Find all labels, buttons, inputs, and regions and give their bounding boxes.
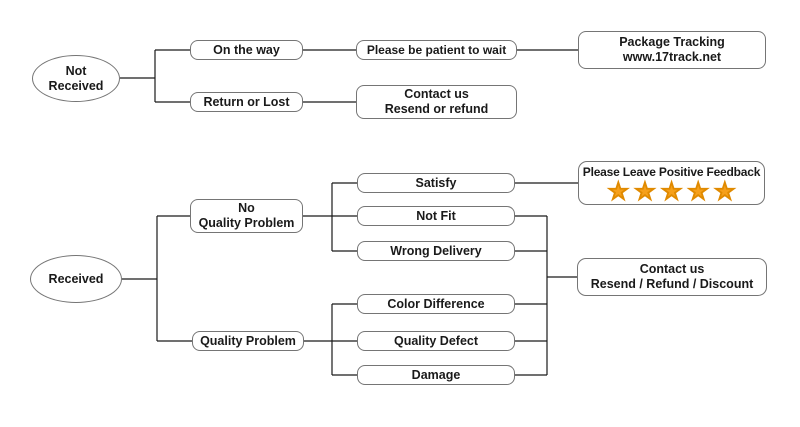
node-on-the-way: On the way [190,40,303,60]
node-no-quality-problem: No Quality Problem [190,199,303,233]
received-branch-lines [122,182,578,376]
node-label: Please be patient to wait [366,42,507,57]
node-label-line: Resend / Refund / Discount [590,277,754,291]
node-positive-feedback: Please Leave Positive Feedback ★ ★ ★ ★ ★ [578,161,765,205]
node-label-line: Quality Problem [198,216,295,230]
node-wrong-delivery: Wrong Delivery [357,241,515,261]
node-label-line: No [238,201,255,215]
node-not-fit: Not Fit [357,206,515,226]
node-color-difference: Color Difference [357,294,515,314]
star-icon: ★ [687,178,709,204]
node-label-line: Contact us [639,262,705,276]
node-label: Received [48,271,104,286]
node-damage: Damage [357,365,515,385]
node-label: Damage [411,367,461,382]
node-label-line: Contact us [404,87,469,101]
node-quality-defect: Quality Defect [357,331,515,351]
tracking-url: www.17track.net [622,50,722,64]
node-label-line: Package Tracking [619,35,725,49]
node-please-be-patient: Please be patient to wait [356,40,517,60]
node-label: Quality Problem [200,333,296,348]
node-label: Quality Defect [393,333,479,348]
node-label: Not Fit [416,208,456,223]
node-received: Received [30,255,122,303]
star-icon: ★ [714,178,736,204]
star-icon: ★ [607,178,629,204]
node-label: Satisfy [415,175,457,190]
node-label-line: Received [48,78,104,93]
node-not-received: Not Received [32,55,120,102]
star-icon: ★ [661,178,683,204]
node-quality-problem: Quality Problem [192,331,304,351]
node-satisfy: Satisfy [357,173,515,193]
node-contact-us-options: Contact us Resend / Refund / Discount [577,258,767,296]
star-icon: ★ [634,178,656,204]
not-received-branch-lines [120,49,578,103]
node-label-line: Not [65,63,87,78]
node-label-line: Resend or refund [384,102,489,116]
node-contact-us-resend-refund: Contact us Resend or refund [356,85,517,119]
node-label: Wrong Delivery [390,243,482,258]
node-label: Color Difference [387,296,485,311]
node-package-tracking: Package Tracking www.17track.net [578,31,766,69]
node-return-or-lost: Return or Lost [190,92,303,112]
node-label: Return or Lost [203,94,290,109]
node-label: Please Leave Positive Feedback [582,165,761,179]
node-label: On the way [213,42,280,57]
five-star-rating: ★ ★ ★ ★ ★ [605,178,738,204]
